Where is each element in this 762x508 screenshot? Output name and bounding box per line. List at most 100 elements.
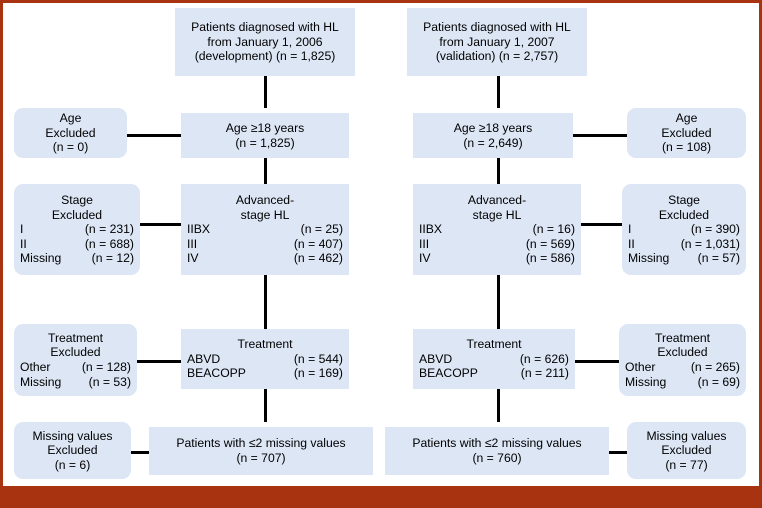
row-value: (n = 128) [81, 360, 131, 374]
connector-dev-stage-excluded [140, 223, 181, 226]
connector-val-treatment-excluded [575, 360, 619, 363]
box-line: stage HL [240, 207, 290, 222]
row-label: Missing [20, 251, 62, 266]
connector-dev-age-excluded [127, 134, 181, 137]
connector-dev-treatment-excluded [137, 360, 181, 363]
connector-val-stage-to-treatment [497, 275, 500, 329]
frame-border-right [759, 0, 762, 486]
row-value: (n = 265) [690, 360, 740, 374]
flowchart-area: Patients diagnosed with HL from January … [3, 3, 759, 486]
box-row: Other (n = 128) [20, 360, 131, 375]
box-line: (validation) (n = 2,757) [435, 49, 559, 64]
box-line: Advanced- [235, 193, 295, 208]
box-row: II (n = 688) [20, 237, 134, 252]
connector-val-missing-excluded [609, 451, 627, 454]
box-line: Excluded [51, 207, 103, 222]
box-line: (n = 707) [236, 451, 286, 465]
row-value: (n = 1,031) [680, 236, 740, 251]
box-line: (n = 2,649) [463, 135, 523, 150]
box-line: Excluded [661, 125, 712, 140]
box-line: (n = 760) [472, 451, 522, 465]
box-row: I (n = 231) [20, 222, 134, 237]
row-label: IV [419, 251, 431, 266]
row-value: (n = 211) [520, 366, 569, 381]
box-val-age-eligible: Age ≥18 years (n = 2,649) [413, 113, 573, 158]
row-label: Missing [628, 251, 670, 266]
row-label: II [628, 236, 635, 251]
box-line: from January 1, 2006 [207, 34, 323, 49]
box-line: Age ≥18 years [453, 120, 533, 135]
box-row: ABVD (n = 544) [187, 352, 343, 367]
row-label: ABVD [187, 351, 221, 366]
row-value: (n = 53) [88, 374, 131, 389]
box-dev-treatment: Treatment ABVD (n = 544) BEACOPP (n = 16… [181, 329, 349, 389]
row-label: I [20, 222, 24, 237]
box-row: IV (n = 462) [187, 251, 343, 266]
connector-val-treatment-to-final [497, 389, 500, 422]
box-line: Excluded [661, 443, 712, 458]
row-value: (n = 390) [690, 222, 740, 237]
box-line: (n = 6) [54, 457, 91, 472]
box-line: Excluded [50, 345, 101, 360]
row-label: ABVD [419, 351, 453, 366]
box-dev-stage-excluded: Stage Excluded I (n = 231) II (n = 688) … [14, 184, 140, 275]
box-row: IIBX (n = 25) [187, 222, 343, 237]
frame-border-top [0, 0, 762, 3]
connector-dev-stage-to-treatment [264, 275, 267, 329]
box-line: stage HL [472, 207, 522, 222]
row-value: (n = 57) [697, 251, 740, 266]
frame-border-left [0, 0, 3, 486]
row-value: (n = 626) [519, 351, 569, 366]
row-value: (n = 462) [293, 251, 343, 266]
box-line: Missing values [646, 428, 727, 443]
row-value: (n = 569) [525, 236, 575, 251]
box-line: Treatment [466, 337, 522, 352]
box-line: Excluded [657, 345, 708, 360]
box-line: Patients diagnosed with HL [191, 20, 339, 35]
box-dev-age-eligible: Age ≥18 years (n = 1,825) [181, 113, 349, 158]
box-line: (n = 77) [665, 457, 708, 472]
box-row: ABVD (n = 626) [419, 352, 569, 367]
box-row: IV (n = 586) [419, 251, 575, 266]
box-line: Treatment [654, 330, 711, 345]
box-line: Stage [668, 193, 700, 208]
box-val-top-cohort: Patients diagnosed with HL from January … [407, 8, 587, 76]
box-row: IIBX (n = 16) [419, 222, 575, 237]
box-line: from January 1, 2007 [439, 34, 555, 49]
row-label: IIBX [419, 222, 443, 237]
box-line: Missing values [32, 428, 113, 443]
box-val-advanced-stage: Advanced- stage HL IIBX (n = 16) III (n … [413, 184, 581, 275]
row-value: (n = 586) [525, 251, 575, 266]
box-row: II (n = 1,031) [628, 237, 740, 252]
row-label: IV [187, 251, 199, 266]
box-row: Missing (n = 12) [20, 251, 134, 266]
row-label: IIBX [187, 222, 211, 237]
row-label: II [20, 236, 27, 251]
box-row: BEACOPP (n = 169) [187, 366, 343, 381]
row-value: (n = 16) [532, 222, 575, 237]
row-value: (n = 407) [293, 236, 343, 251]
box-row: III (n = 569) [419, 237, 575, 252]
row-value: (n = 231) [84, 222, 134, 237]
box-line: Patients diagnosed with HL [423, 20, 571, 35]
box-line: Age ≥18 years [225, 120, 305, 135]
box-row: I (n = 390) [628, 222, 740, 237]
box-val-age-excluded: Age Excluded (n = 108) [627, 108, 746, 158]
row-value: (n = 688) [84, 236, 134, 251]
box-line: Excluded [45, 125, 96, 140]
box-dev-top-cohort: Patients diagnosed with HL from January … [175, 8, 355, 76]
box-line: Patients with ≤2 missing values [176, 436, 346, 451]
row-label: BEACOPP [419, 366, 478, 381]
box-row: Missing (n = 57) [628, 251, 740, 266]
box-dev-advanced-stage: Advanced- stage HL IIBX (n = 25) III (n … [181, 184, 349, 275]
box-line: Stage [61, 193, 93, 208]
connector-val-age-to-stage [497, 158, 500, 184]
box-val-missing-excluded: Missing values Excluded (n = 77) [627, 422, 746, 479]
box-line: Advanced- [467, 193, 527, 208]
row-label: III [187, 236, 198, 251]
box-dev-treatment-excluded: Treatment Excluded Other (n = 128) Missi… [14, 324, 137, 396]
box-row: Missing (n = 53) [20, 375, 131, 390]
box-val-treatment: Treatment ABVD (n = 626) BEACOPP (n = 21… [413, 329, 575, 389]
box-line: (n = 0) [52, 140, 89, 155]
